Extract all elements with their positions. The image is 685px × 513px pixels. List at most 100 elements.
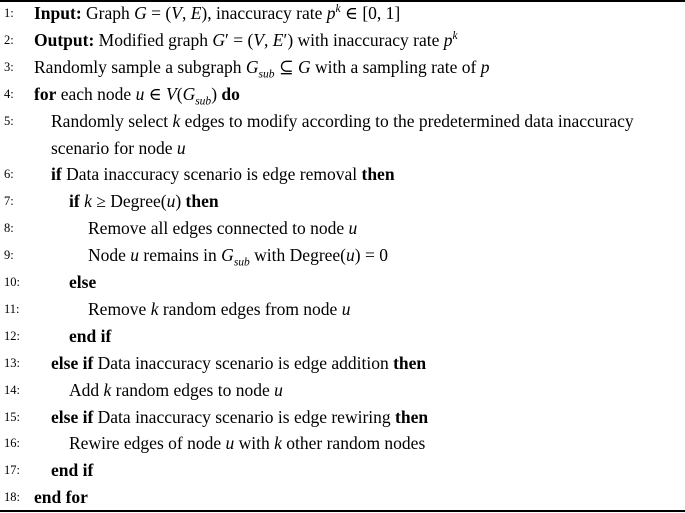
math-symbol: p [480, 56, 490, 77]
text-segment: Randomly select [51, 110, 173, 131]
text-segment: ∈ [144, 83, 167, 104]
line-number: 16: [4, 436, 20, 451]
line-number: 14: [4, 382, 20, 397]
text-segment: ∈ [0, 1] [340, 3, 401, 23]
line-number: 1: [4, 6, 14, 20]
math-symbol: E [190, 3, 202, 23]
line-text: for each node u ∈ V(Gsub) do [34, 81, 240, 107]
math-symbol: V [171, 3, 182, 23]
keyword: Input: [34, 3, 82, 23]
text-segment: ≥ Degree( [91, 191, 167, 212]
line-number: 2: [4, 32, 14, 47]
line-number: 7: [4, 194, 14, 209]
line-text: end if [69, 323, 111, 349]
text-segment: ) with inaccuracy rate [287, 29, 444, 50]
line-text: Rewire edges of node u with k other rand… [69, 430, 425, 456]
text-segment: , [264, 29, 273, 50]
text-segment: ′ [283, 29, 288, 50]
bottom-rule [0, 510, 685, 512]
text-segment: random edges to node [111, 379, 275, 400]
keyword: end if [69, 325, 112, 346]
line-text: scenario for node u [51, 135, 186, 161]
text-segment: other random nodes [281, 433, 426, 454]
math-symbol: G [221, 245, 234, 266]
text-segment: = ( [228, 29, 254, 50]
text-segment: random edges from node [158, 298, 342, 319]
text-segment: Remove [88, 298, 151, 319]
text-segment: ) [175, 191, 186, 212]
text-segment: with Degree( [249, 245, 347, 266]
text-segment: ⊆ [274, 56, 298, 77]
line-text: Input: Graph G = (V, E), inaccuracy rate… [34, 0, 400, 26]
math-symbol: u [166, 191, 176, 212]
keyword: Output: [34, 29, 95, 50]
math-symbol: k [150, 298, 159, 319]
line-text: Output: Modified graph G′ = (V, E′) with… [34, 27, 458, 53]
line-number: 18: [4, 490, 20, 505]
math-symbol: u [274, 379, 283, 400]
keyword: else if [51, 352, 94, 373]
math-symbol: p [443, 29, 453, 50]
line-text: Node u remains in Gsub with Degree(u) = … [88, 242, 388, 268]
keyword: end if [51, 460, 94, 481]
math-symbol: u [130, 245, 140, 266]
math-symbol: u [176, 137, 186, 158]
text-segment: with a sampling rate of [310, 56, 481, 77]
line-text: Remove k random edges from node u [88, 296, 350, 322]
text-segment: each node [56, 83, 136, 104]
math-symbol: u [135, 83, 145, 104]
text-segment: with [234, 433, 275, 454]
line-number: 4: [4, 86, 14, 101]
line-text: Remove all edges connected to node u [88, 215, 357, 241]
line-number: 6: [4, 167, 14, 182]
text-segment: edges to modify according to the predete… [180, 110, 634, 131]
math-symbol: V [166, 83, 177, 104]
keyword: else if [51, 406, 94, 427]
line-text: Randomly select k edges to modify accord… [51, 108, 634, 134]
text-segment: Node [88, 245, 131, 266]
text-segment: Data inaccuracy scenario is edge removal [61, 164, 362, 185]
math-symbol: u [341, 298, 351, 319]
text-segment: scenario for node [51, 137, 177, 158]
line-text: else if Data inaccuracy scenario is edge… [51, 404, 428, 430]
keyword: if [69, 191, 80, 212]
line-text: if k ≥ Degree(u) then [69, 188, 219, 214]
line-number: 9: [4, 248, 14, 263]
text-segment: Graph [81, 3, 135, 23]
text-segment: = ( [146, 3, 172, 23]
text-segment: Remove all edges connected to node [88, 218, 349, 239]
keyword: for [34, 83, 57, 104]
line-text: Add k random edges to node u [69, 377, 283, 403]
math-symbol: sub [233, 256, 250, 269]
math-symbol: sub [195, 95, 212, 108]
text-segment: ′ [225, 29, 229, 50]
line-text: else if Data inaccuracy scenario is edge… [51, 350, 426, 376]
line-text: end for [34, 484, 88, 510]
math-symbol: G [297, 56, 311, 77]
math-symbol: p [326, 3, 336, 23]
math-symbol: G [182, 83, 196, 104]
math-symbol: u [348, 218, 358, 239]
math-symbol: k [84, 191, 92, 212]
keyword: then [393, 352, 427, 373]
text-segment: ( [176, 83, 183, 104]
text-segment: remains in [139, 245, 222, 266]
text-segment: ) [211, 83, 222, 104]
text-segment: Rewire edges of node [69, 433, 226, 454]
keyword: then [185, 191, 219, 212]
line-number: 13: [4, 355, 20, 370]
text-segment: Add [69, 379, 104, 400]
line-number: 5: [4, 113, 14, 128]
text-segment: Data inaccuracy scenario is edge rewirin… [93, 406, 396, 427]
text-segment: ), inaccuracy rate [201, 3, 327, 23]
keyword: end for [34, 487, 88, 508]
text-segment: Modified graph [94, 29, 213, 50]
line-number: 15: [4, 409, 20, 424]
math-symbol: E [272, 29, 284, 50]
line-number: 10: [4, 275, 20, 289]
line-number: 12: [4, 328, 20, 343]
line-number: 8: [4, 221, 14, 236]
keyword: else [69, 272, 97, 292]
math-symbol: k [274, 433, 282, 454]
math-symbol: u [346, 245, 355, 266]
